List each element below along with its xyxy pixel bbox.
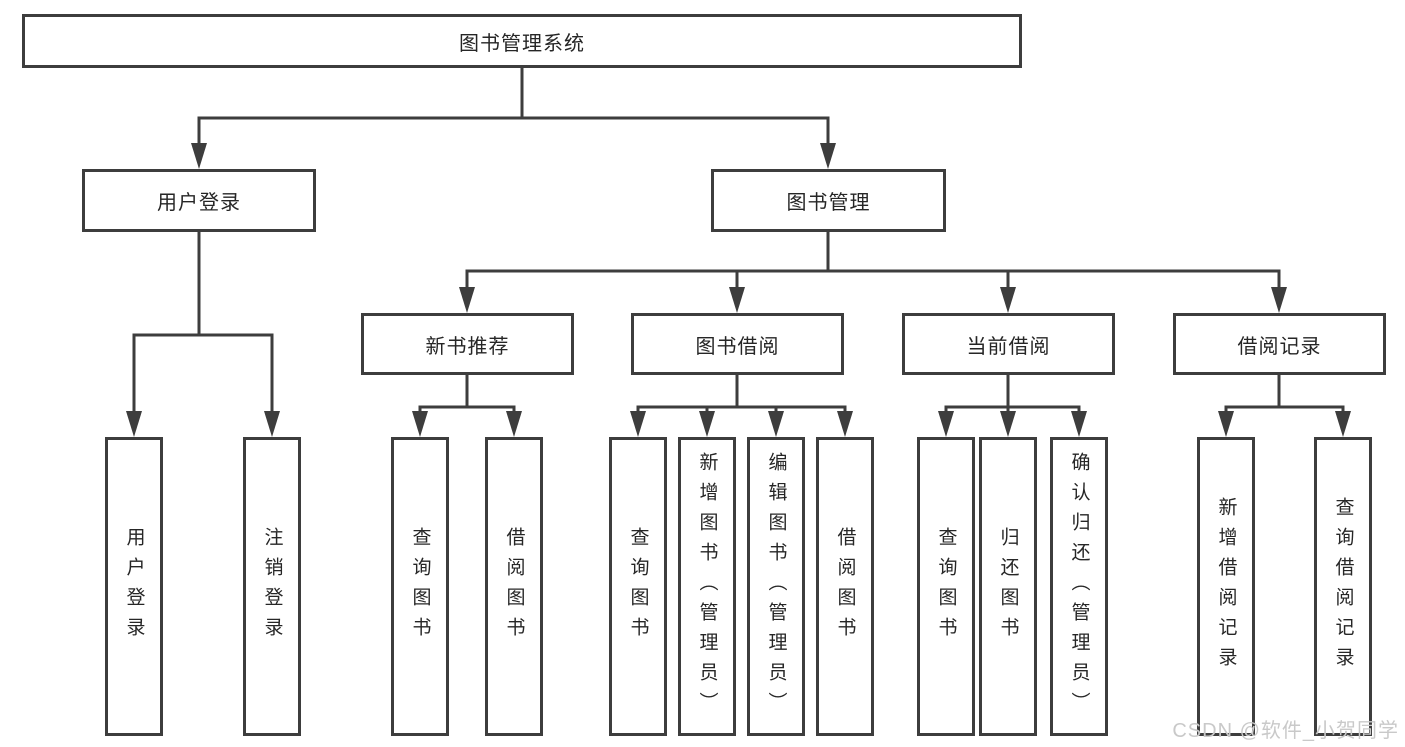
node-return-books: 归还图书 — [979, 437, 1037, 736]
node-label: 查询图书 — [935, 526, 957, 647]
node-new-book-recommendation: 新书推荐 — [361, 313, 574, 375]
watermark: CSDN @软件_小贺同学 — [1172, 720, 1399, 742]
node-borrow-records: 借阅记录 — [1173, 313, 1386, 375]
node-logout-action: 注销登录 — [243, 437, 301, 736]
node-label: 查询图书 — [409, 526, 431, 647]
node-label: 确认归还（管理员） — [1068, 451, 1090, 722]
node-label: 查询借阅记录 — [1332, 496, 1354, 677]
node-add-borrow-record: 新增借阅记录 — [1197, 437, 1255, 736]
node-label: 新增图书（管理员） — [696, 451, 718, 722]
node-current-borrowing: 当前借阅 — [902, 313, 1115, 375]
node-label: 借阅图书 — [834, 526, 856, 647]
connector-user-login-to-children — [132, 232, 274, 414]
node-label: 当前借阅 — [966, 335, 1051, 358]
node-query-books-borrow: 查询图书 — [609, 437, 667, 736]
connector-book-management-to-level3 — [465, 232, 1281, 289]
node-label: 图书管理 — [786, 192, 871, 214]
node-label: 新书推荐 — [425, 335, 510, 358]
node-query-borrow-record: 查询借阅记录 — [1314, 437, 1372, 736]
node-edit-books-admin: 编辑图书（管理员） — [747, 437, 805, 736]
node-add-books-admin: 新增图书（管理员） — [678, 437, 736, 736]
node-label: 用户登录 — [123, 526, 145, 647]
node-label: 归还图书 — [997, 526, 1019, 647]
node-borrow-books-recommend: 借阅图书 — [485, 437, 543, 736]
node-user-login-action: 用户登录 — [105, 437, 163, 736]
node-label: 借阅记录 — [1237, 335, 1322, 358]
connector-root-to-level2 — [197, 68, 830, 146]
node-label: 注销登录 — [261, 526, 283, 647]
node-label: 用户登录 — [157, 192, 241, 214]
node-query-books-current: 查询图书 — [917, 437, 975, 736]
node-book-borrowing: 图书借阅 — [631, 313, 844, 375]
node-book-management: 图书管理 — [711, 169, 946, 232]
connector-borrow-records-to-children — [1224, 375, 1345, 414]
connector-current-borrowing-to-children — [944, 375, 1081, 414]
connector-book-borrowing-to-children — [636, 375, 847, 414]
node-confirm-return-admin: 确认归还（管理员） — [1050, 437, 1108, 736]
node-label: 图书借阅 — [695, 335, 780, 358]
connector-new-book-recommendation-to-children — [418, 375, 516, 414]
node-label: 借阅图书 — [503, 526, 525, 647]
node-borrow-books-action: 借阅图书 — [816, 437, 874, 736]
node-label: 图书管理系统 — [459, 32, 585, 55]
node-label: 新增借阅记录 — [1215, 496, 1237, 677]
node-label: 编辑图书（管理员） — [765, 451, 787, 722]
node-user-login: 用户登录 — [82, 169, 316, 232]
node-library-management-system: 图书管理系统 — [22, 14, 1022, 68]
node-label: 查询图书 — [627, 526, 649, 647]
node-query-books-recommend: 查询图书 — [391, 437, 449, 736]
